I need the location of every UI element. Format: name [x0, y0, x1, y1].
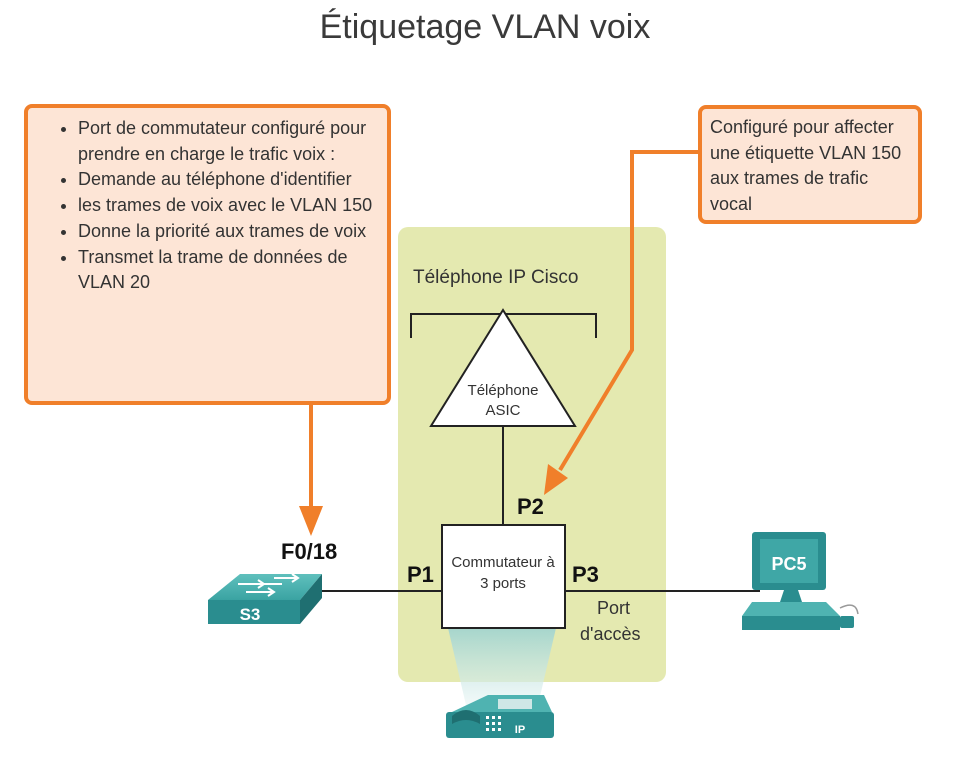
port-p3-label: P3	[572, 562, 599, 587]
phone-config-callout: Configuré pour affecter une étiquette VL…	[698, 105, 922, 224]
asic-label-line1: Téléphone	[468, 382, 539, 399]
s3-label: S3	[240, 605, 261, 624]
port-f018-label: F0/18	[281, 539, 338, 564]
left-arrow-head	[299, 506, 323, 536]
port-p2-label: P2	[517, 494, 544, 519]
ip-phone-icon	[446, 695, 554, 738]
switch-config-list: Port de commutateur configuré pour prend…	[48, 116, 377, 296]
access-port-label-line1: Port	[597, 598, 631, 618]
right-arrow-head	[544, 464, 568, 495]
light-beam	[448, 628, 556, 705]
access-port-label-line2: d'accès	[580, 624, 641, 644]
list-item: Port de commutateur configuré pour prend…	[78, 116, 377, 167]
asic-label-line2: ASIC	[485, 402, 520, 419]
right-callout-arrow	[558, 150, 698, 472]
list-item: Demande au téléphone d'identifier	[78, 167, 377, 193]
pc5-label: PC5	[771, 554, 806, 574]
list-item: les trames de voix avec le VLAN 150	[78, 193, 377, 219]
list-item: Transmet la trame de données de VLAN 20	[78, 245, 377, 296]
ip-phone-label: IP	[515, 724, 525, 736]
switch-config-callout: Port de commutateur configuré pour prend…	[24, 104, 391, 405]
page-title: Étiquetage VLAN voix	[319, 8, 651, 46]
switch-label-line1: Commutateur à	[451, 554, 555, 571]
phone-area-title: Téléphone IP Cisco	[413, 267, 579, 288]
three-port-switch	[441, 524, 566, 629]
switch-label-line2: 3 ports	[480, 575, 526, 592]
pc5-icon	[742, 532, 859, 630]
port-p1-label: P1	[407, 562, 434, 587]
switch-s3-icon	[208, 573, 322, 624]
list-item: Donne la priorité aux trames de voix	[78, 219, 377, 245]
